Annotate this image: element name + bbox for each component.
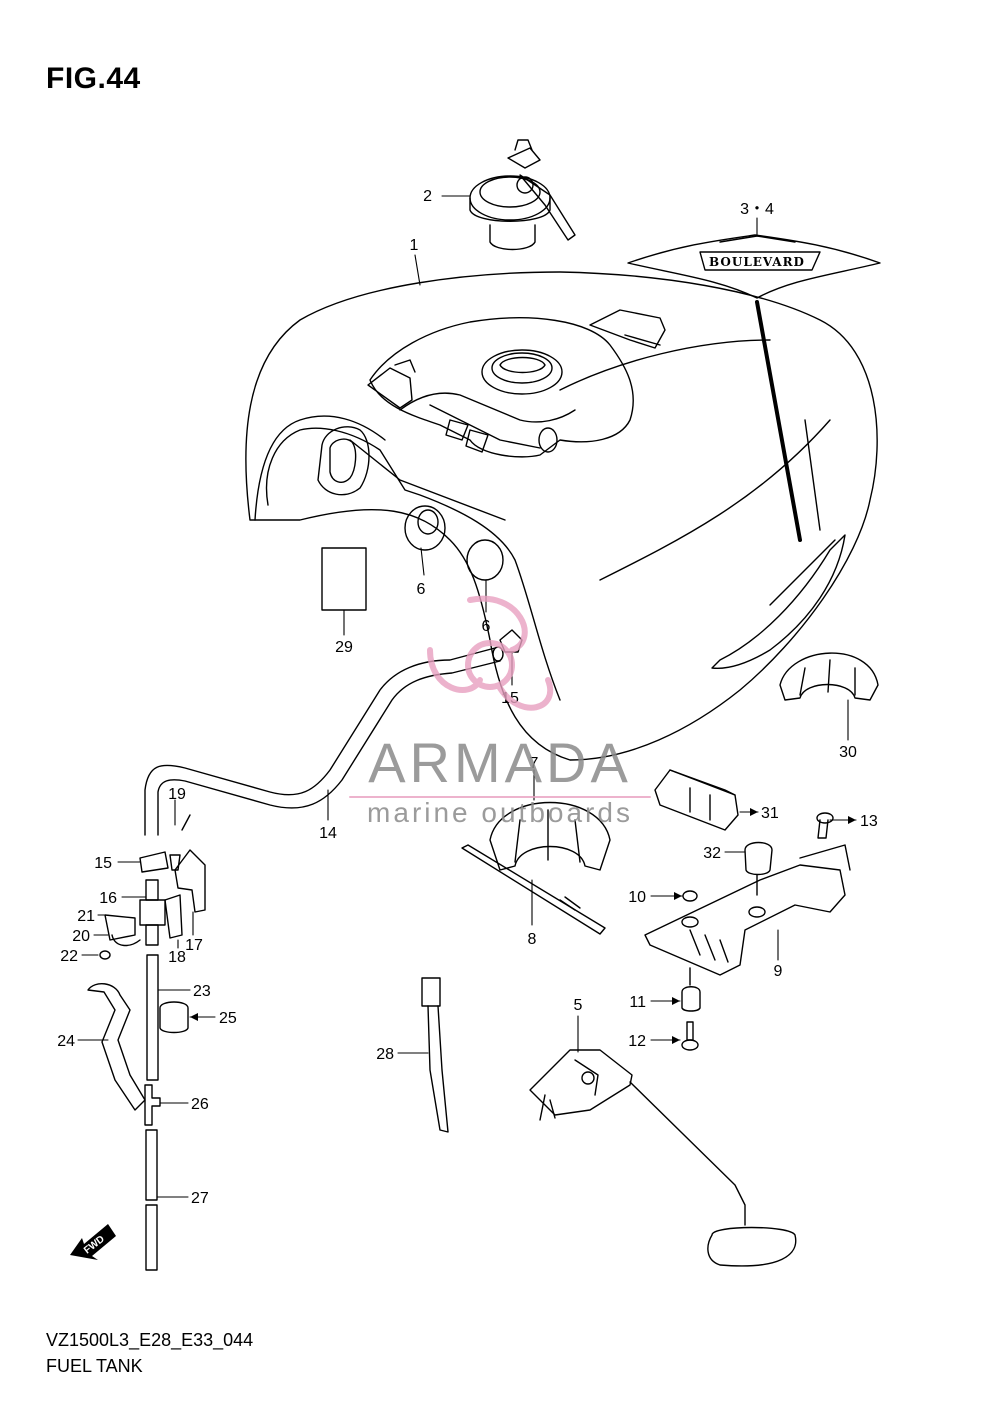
joint-26 <box>144 1084 161 1126</box>
bracket-9 <box>644 844 851 986</box>
callout-29: 29 <box>335 639 353 656</box>
callout-10: 10 <box>628 889 646 906</box>
watermark-brand: ARMADA <box>368 731 632 794</box>
clip-15-lower <box>139 851 169 873</box>
cushion-11 <box>681 986 701 1012</box>
label-29 <box>321 547 367 611</box>
hose-24 <box>87 983 146 1111</box>
screw-22 <box>99 950 111 960</box>
callout-18: 18 <box>168 949 186 966</box>
callout-21: 21 <box>77 908 95 925</box>
callout-30: 30 <box>839 744 857 761</box>
callout-19: 19 <box>168 786 186 803</box>
callout-6-left: 6 <box>417 581 426 598</box>
callout-3-4: 3・4 <box>740 201 774 218</box>
callout-31: 31 <box>761 805 779 822</box>
callout-24: 24 <box>57 1033 75 1050</box>
boulevard-emblem: BOULEVARD <box>627 234 881 299</box>
callout-17: 17 <box>185 937 203 954</box>
callout-22: 22 <box>60 948 78 965</box>
callout-12: 12 <box>628 1033 646 1050</box>
callout-14: 14 <box>319 825 337 842</box>
callout-27: 27 <box>191 1190 209 1207</box>
fwd-arrow-icon: FWD <box>70 1224 116 1260</box>
washer-10 <box>682 890 698 902</box>
bracket-17 <box>174 849 206 913</box>
hose-27 <box>145 1129 158 1271</box>
fuel-level-gauge-5 <box>529 1049 797 1267</box>
armada-watermark: ARMADA marine outboards <box>349 595 651 828</box>
bracket-18 <box>164 894 183 939</box>
callout-6-right: 6 <box>482 618 491 635</box>
cap-25 <box>159 1001 189 1034</box>
figure-title: FIG.44 <box>46 62 141 95</box>
callout-11: 11 <box>629 994 646 1011</box>
fuel-tank <box>245 271 878 761</box>
callout-23: 23 <box>193 983 211 1000</box>
leader-arrowheads <box>190 808 856 1044</box>
callout-9: 9 <box>774 963 783 980</box>
strap-band-8 <box>461 844 606 935</box>
screw-19 <box>169 814 191 871</box>
callout-5: 5 <box>574 997 583 1014</box>
hose-23 <box>146 954 159 1081</box>
model-code: VZ1500L3_E28_E33_044 <box>46 1330 254 1350</box>
grommet-6-left <box>404 505 446 551</box>
cushion-31 <box>654 769 739 831</box>
wiring-clamp-28 <box>421 977 449 1133</box>
clamp-21 <box>104 914 136 941</box>
emblem-text: BOULEVARD <box>709 255 805 269</box>
grommet-6-right <box>466 539 504 581</box>
armada-logo-icon <box>427 595 554 711</box>
callout-16: 16 <box>99 890 117 907</box>
bolt-13 <box>816 812 834 839</box>
callout-2: 2 <box>423 188 432 205</box>
callout-26: 26 <box>191 1096 209 1113</box>
callout-32: 32 <box>703 845 721 862</box>
spacer-32 <box>744 841 773 896</box>
valve-16 <box>139 879 166 946</box>
fuel-cap <box>469 139 576 251</box>
figure-caption: FUEL TANK <box>46 1356 143 1376</box>
callout-25: 25 <box>219 1010 237 1027</box>
bolt-12 <box>681 1021 699 1051</box>
callout-13: 13 <box>860 813 878 830</box>
cushion-7 <box>489 801 611 871</box>
clamp-20 <box>111 934 141 947</box>
callout-7: 7 <box>530 755 539 772</box>
leader-lines <box>77 195 857 1198</box>
callout-1: 1 <box>410 237 419 254</box>
callout-15-lower: 15 <box>94 855 112 872</box>
cushion-30 <box>779 652 879 701</box>
callout-8: 8 <box>528 931 537 948</box>
callout-20: 20 <box>72 928 90 945</box>
callout-28: 28 <box>376 1046 394 1063</box>
watermark-tagline: marine outboards <box>367 797 633 828</box>
emblem-leader-stripe <box>755 300 802 542</box>
